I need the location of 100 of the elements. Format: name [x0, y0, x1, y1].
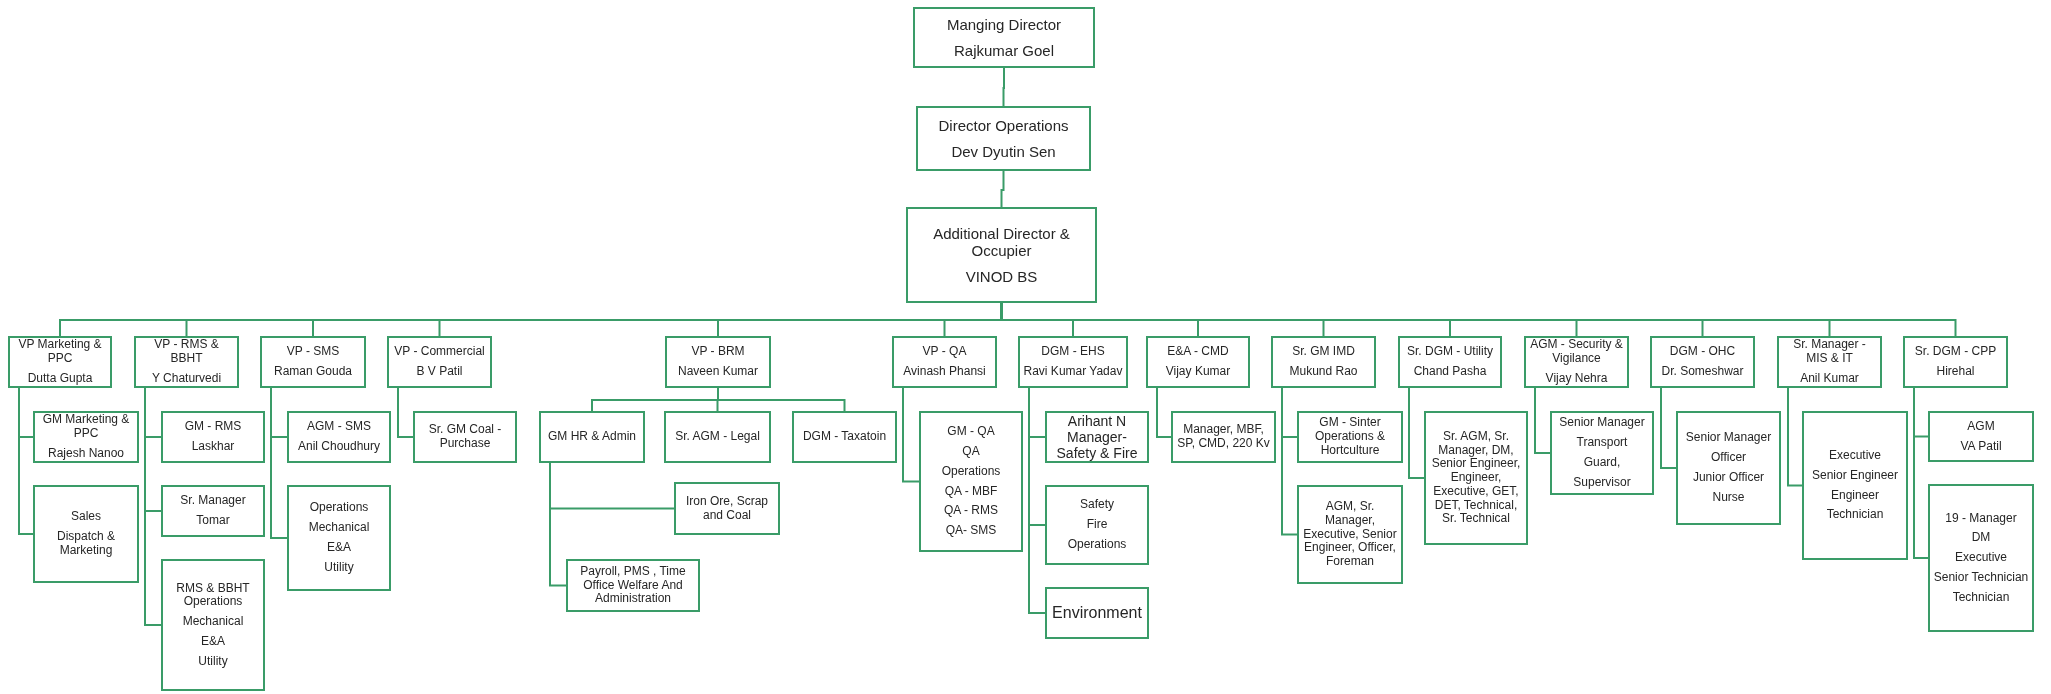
org-box — [33, 485, 139, 583]
role-text: Sr. Manager — [180, 494, 246, 508]
org-box — [1297, 411, 1403, 463]
role-text: Safety — [1080, 498, 1114, 513]
org-box — [287, 411, 391, 463]
role-text: Operations — [941, 464, 1001, 479]
role-text: RMS & BBHT Operations — [175, 581, 251, 610]
role-text: Technician — [1826, 508, 1884, 523]
org-box — [1297, 485, 1403, 584]
connector-line — [1028, 387, 1046, 614]
role-text: Mukund Rao — [1289, 365, 1358, 379]
connector-line — [902, 387, 920, 483]
role-text: AGM, Sr. Manager, Executive, Senior Engineer, Officer, Foreman — [1302, 500, 1398, 569]
role-text: GM HR & Admin — [548, 430, 636, 444]
role-text: Sr. DGM - Utility — [1407, 345, 1493, 359]
connector-line — [1913, 387, 1929, 559]
role-text: 19 - Manager — [1945, 511, 2017, 526]
role-text: Technician — [1952, 590, 2010, 605]
role-text: Anil Kumar — [1800, 371, 1859, 386]
org-box — [566, 559, 700, 612]
connector-line — [1408, 387, 1425, 479]
connector-line — [1787, 387, 1803, 487]
org-box — [1045, 587, 1149, 639]
role-text: Executive — [1829, 448, 1881, 463]
role-text: Dutta Gupta — [27, 371, 93, 386]
role-text: Naveen Kumar — [677, 365, 758, 379]
role-text: VP - BRM — [691, 345, 745, 359]
org-box — [792, 411, 897, 463]
role-text: Laskhar — [191, 440, 235, 454]
connector-line — [717, 387, 846, 412]
role-text: Iron Ore, Scrap and Coal — [685, 494, 769, 523]
role-text: VP Marketing & PPC — [17, 338, 103, 366]
role-text: Payroll, PMS , Time Office Welfare And Administration — [579, 564, 687, 607]
role-text: Rajkumar Goel — [953, 41, 1054, 59]
role-text: Sr. GM Coal - Purchase — [427, 423, 503, 451]
org-box — [1018, 336, 1128, 388]
role-text: Nurse — [1712, 490, 1745, 505]
org-box — [1903, 336, 2008, 388]
org-box — [1045, 485, 1149, 565]
connector-line — [270, 387, 288, 539]
role-text: Raman Gouda — [273, 365, 352, 379]
role-text: DGM - OHC — [1669, 345, 1736, 359]
role-text: Vijay Nehra — [1545, 371, 1608, 386]
role-text: AGM - SMS — [307, 420, 371, 434]
role-text: GM - RMS — [184, 420, 242, 434]
org-box — [913, 7, 1095, 68]
org-box — [161, 411, 265, 463]
role-text: GM - QA — [947, 425, 995, 439]
role-text: Director Operations — [938, 117, 1069, 135]
connector-line — [1156, 387, 1172, 438]
role-text: VP - QA — [922, 345, 967, 359]
role-text: Ravi Kumar Yadav — [1023, 365, 1123, 379]
role-text: Dr. Someshwar — [1661, 365, 1744, 379]
role-text: Manager, MBF, SP, CMD, 220 Kv — [1176, 423, 1271, 451]
role-text: Supervisor — [1573, 475, 1631, 490]
role-text: AGM - Security & Vigilance — [1529, 338, 1624, 366]
role-text: E&A — [201, 634, 225, 649]
role-text: Arihant N Manager- Safety & Fire — [1055, 412, 1139, 462]
role-text: Mechanical — [182, 615, 244, 629]
org-box — [1928, 411, 2034, 462]
role-text: Operations — [309, 501, 369, 516]
role-text: Sr. DGM - CPP — [1914, 345, 1997, 359]
role-text: E&A — [327, 541, 351, 555]
role-text: Guard, — [1583, 456, 1621, 470]
connector-line — [1281, 387, 1298, 536]
role-text: Transport — [1576, 436, 1628, 450]
role-text: Avinash Phansi — [903, 365, 986, 379]
org-box — [287, 485, 391, 591]
role-text: DM — [1971, 531, 1991, 546]
role-text: VINOD BS — [965, 267, 1038, 285]
role-text: Tomar — [196, 514, 230, 528]
role-text: DGM - EHS — [1041, 345, 1105, 359]
org-box — [134, 336, 239, 388]
role-text: Utility — [198, 654, 228, 669]
role-text: GM - Sinter Operations & Hortculture — [1313, 416, 1386, 458]
connector-line — [1002, 67, 1005, 107]
org-box — [906, 207, 1097, 303]
role-text: Senior Manager — [1685, 431, 1772, 446]
role-text: Anil Choudhury — [297, 440, 381, 454]
connector-line — [18, 387, 34, 535]
role-text: GM Marketing & PPC — [41, 413, 131, 441]
connector-line — [144, 387, 162, 626]
role-text: Sr. AGM, Sr. Manager, DM, Senior Engineer, Engineer, Executive, GET, DET, Technical, Sr. Technical — [1430, 429, 1522, 527]
role-text: Engineer — [1830, 488, 1879, 503]
role-text: QA — [962, 444, 980, 459]
role-text: VP - RMS & BBHT — [153, 338, 220, 366]
role-text: Sr. AGM - Legal — [675, 430, 760, 444]
org-box — [387, 336, 492, 388]
role-text: QA - MBF — [944, 484, 998, 499]
role-text: VA Patil — [1960, 439, 2002, 454]
org-box — [413, 411, 517, 463]
role-text: Operations — [1067, 537, 1127, 552]
role-text: Chand Pasha — [1413, 365, 1487, 379]
org-box — [664, 411, 771, 463]
connector-line — [397, 387, 414, 438]
org-box — [161, 485, 265, 537]
role-text: Rajesh Nanoo — [47, 446, 125, 461]
org-box — [1802, 411, 1908, 560]
org-box — [1676, 411, 1781, 525]
org-box — [8, 336, 112, 388]
